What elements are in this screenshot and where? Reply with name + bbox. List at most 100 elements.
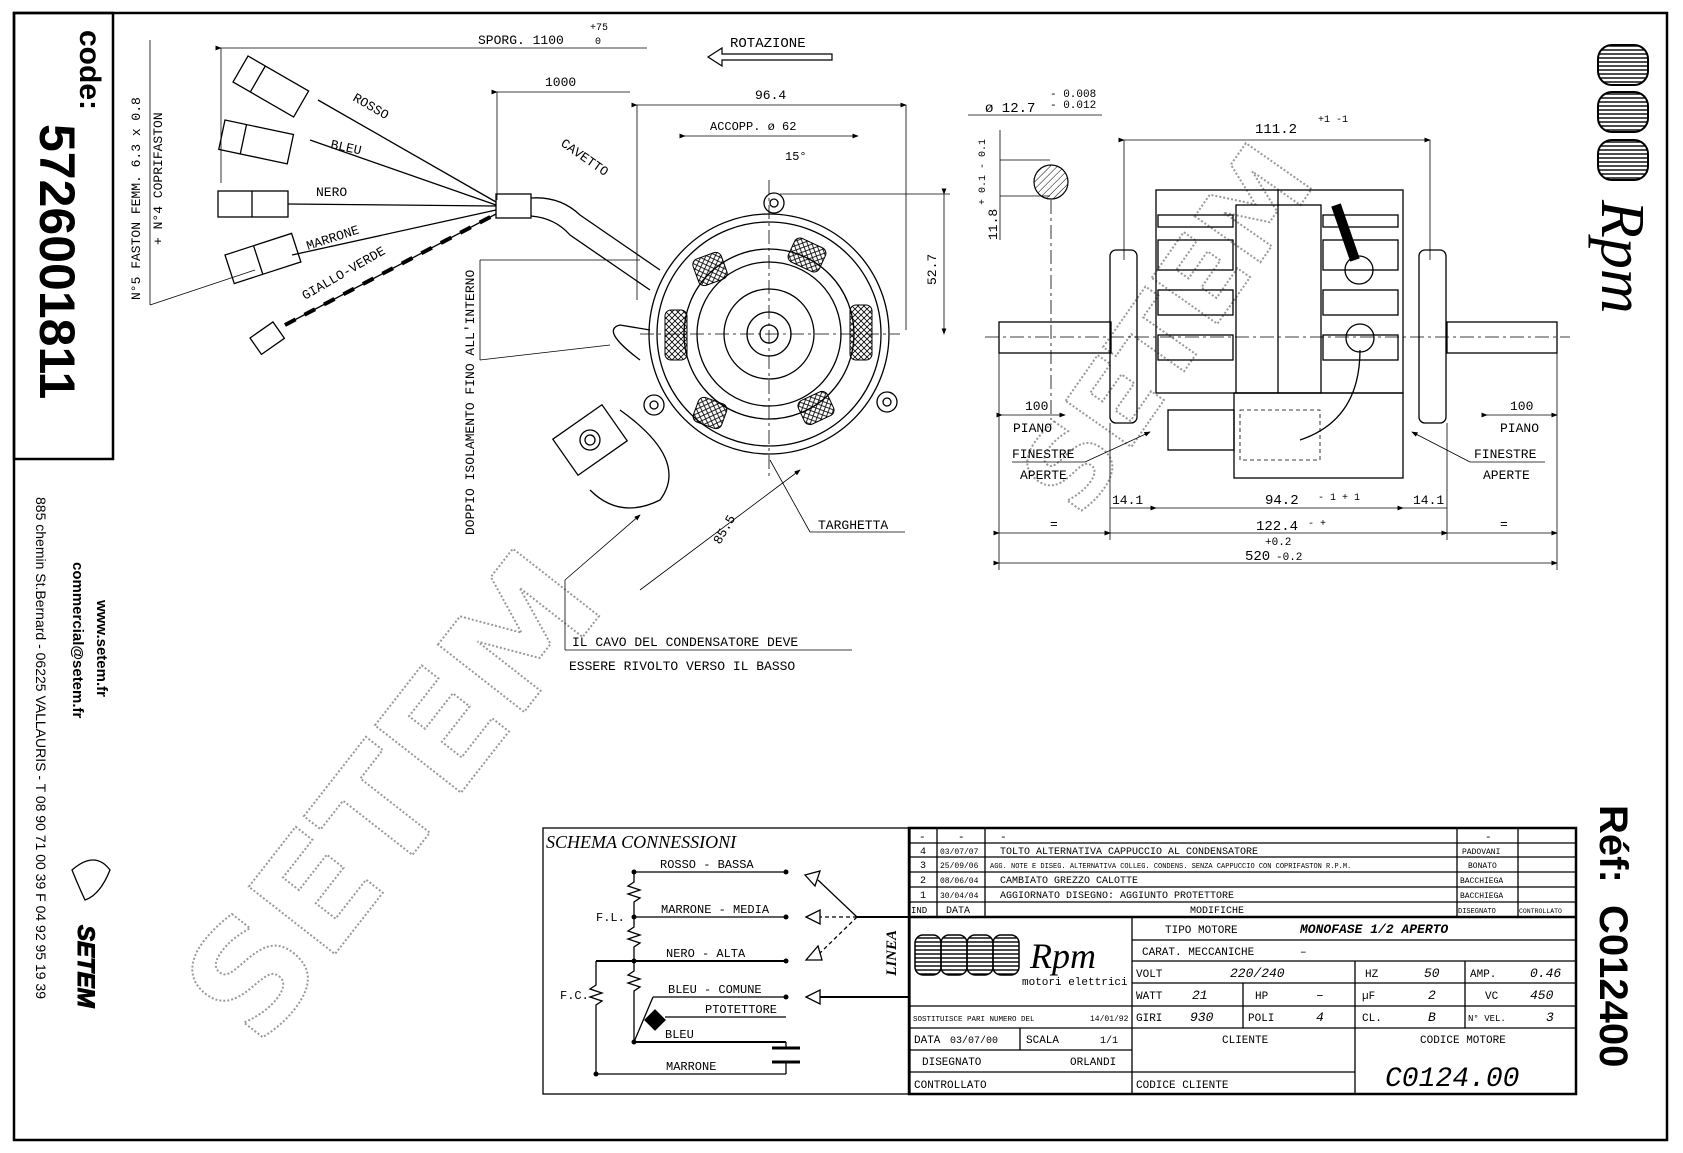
harness-wires-0: ROSSO — [350, 90, 391, 123]
revision-row: ---- — [919, 832, 1492, 844]
front-view-angle: 15° — [785, 150, 807, 164]
side-view-flat-tol: + 0.1 - 0.1 — [978, 139, 989, 205]
title-block-giri-value: 930 — [1190, 1010, 1214, 1025]
code-label: code: — [73, 30, 106, 110]
side-view-dim-94-2: 94.2 — [1265, 493, 1299, 509]
revisions-rows-2-date: 25/09/06 — [940, 862, 979, 871]
title-block-poli-value: 4 — [1316, 1010, 1324, 1025]
front-view-dim-96-4: 96.4 — [755, 88, 786, 103]
side-view-equal: = — [1500, 517, 1508, 532]
rpm-logo: Rpm — [1588, 44, 1656, 314]
harness-sporgenza-tol-minus: 0 — [595, 37, 601, 48]
capacitor-note-line2: ESSERE RIVOLTO VERSO IL BASSO — [569, 659, 795, 674]
side-view-flat: 11.8 — [986, 209, 1001, 240]
schema-marrone-media: MARRONE - MEDIA — [661, 903, 770, 917]
side-view-piano-len: 100 — [1510, 399, 1533, 414]
side-view-dim-122-4-tol: - + — [1308, 519, 1326, 530]
title-block-hp-value: – — [1316, 988, 1324, 1003]
brand-tagline: motori elettrici — [1022, 977, 1128, 989]
title-block-sostituisce-label: SOSTITUISCE PARI NUMERO DEL — [913, 1016, 1035, 1024]
revisions-rows-0-text: - — [1000, 832, 1007, 844]
revisions-rows-4-ind: 1 — [920, 891, 926, 902]
title-block-carat-label: CARAT. MECCANICHE — [1142, 947, 1255, 959]
revisions-rows-1-ind: 4 — [920, 847, 926, 858]
wire-harness: SPORG. 1100 +75 0 1000 N°5 FASTON FEMM. … — [129, 23, 661, 535]
side-view-aperte: APERTE — [1483, 468, 1530, 483]
revisions-headers-text: MODIFICHE — [1190, 906, 1244, 917]
title-block-volt-value: 220/240 — [1230, 966, 1285, 981]
revisions-rows-3-ind: 2 — [920, 876, 926, 887]
schema-fc: F.C. — [560, 989, 589, 1003]
title-block-sostituisce-value: 14/01/92 — [1090, 1015, 1129, 1024]
side-view-shaft-tol-2: - 0.012 — [1050, 100, 1096, 112]
front-view-targhetta: TARGHETTA — [818, 518, 888, 533]
harness-insulation-note: DOPPIO ISOLAMENTO FINO ALL'INTERNO — [463, 270, 478, 535]
title-block-scala-label: SCALA — [1026, 1035, 1059, 1047]
harness-wires-3: MARRONE — [305, 223, 362, 254]
side-view-dim-520-tol-minus: -0.2 — [1276, 552, 1302, 564]
title-block-hz-label: HZ — [1365, 969, 1379, 981]
title-block-volt-label: VOLT — [1136, 969, 1163, 981]
motor-front-view: ROTAZIONE 96.4 ACCOPP. ø 62 15° 52.7 — [551, 36, 950, 674]
revisions-rows-0-date: - — [958, 832, 965, 844]
schema-title: SCHEMA CONNESSIONI — [546, 832, 737, 852]
schema-fl: F.L. — [596, 911, 625, 925]
brand-name: Rpm — [1588, 199, 1656, 314]
revisions-rows-4-text: AGGIORNATO DISEGNO: AGGIUNTO PROTETTORE — [1000, 891, 1234, 902]
side-view-finestre: FINESTRE — [1474, 447, 1537, 462]
sheet-border — [12, 11, 1669, 1142]
side-view-equal: = — [1050, 517, 1058, 532]
revisions-rows-4-drawn: BACCHIEGA — [1460, 892, 1503, 901]
revisions-rows-3-date: 08/06/04 — [940, 877, 979, 886]
title-block-amp-label: AMP. — [1470, 969, 1496, 981]
title-block-carat-value: – — [1300, 947, 1307, 959]
schema-nero: NERO - ALTA — [666, 947, 746, 961]
title-block-vc-label: VC — [1485, 991, 1499, 1003]
side-view-dim-94-2-tol: - 1 + 1 — [1318, 493, 1360, 504]
revisions-rows-0-drawn: - — [1485, 832, 1492, 844]
harness-sporgenza: SPORG. 1100 — [478, 33, 564, 48]
schema-rosso: ROSSO - BASSA — [660, 858, 754, 872]
title-block-vc-value: 450 — [1530, 988, 1554, 1003]
title-block-uf-label: µF — [1362, 991, 1375, 1003]
title-block-codice-cliente-label: CODICE CLIENTE — [1136, 1080, 1229, 1092]
title-block-vel-value: 3 — [1546, 1010, 1554, 1025]
revisions-rows-3-text: CAMBIATO GREZZO CALOTTE — [1000, 876, 1138, 887]
side-view-piano: PIANO — [1500, 421, 1539, 436]
side-view-dim-14-1: 14.1 — [1112, 493, 1143, 508]
title-block-tipo-value: MONOFASE 1/2 APERTO — [1299, 922, 1448, 937]
revisions-rows-4-date: 30/04/04 — [940, 892, 979, 901]
revisions-headers-drawn: DISEGNATO — [1458, 908, 1496, 916]
motor-code: C0124.00 — [1385, 1064, 1519, 1095]
email-link[interactable]: commercial@setem.fr — [69, 562, 86, 719]
title-block-watt-label: WATT — [1136, 991, 1163, 1003]
title-block-hz-value: 50 — [1424, 966, 1440, 981]
title-block-vel-label: N° VEL. — [1468, 1014, 1506, 1024]
title-block-hp-label: HP — [1255, 991, 1269, 1003]
title-block-poli-label: POLI — [1248, 1013, 1274, 1025]
title-block-cl-value: B — [1428, 1010, 1436, 1025]
title-block-cliente-label: CLIENTE — [1222, 1035, 1269, 1047]
address-text: 885 chemin St.Bernard - 06225 VALLAURIS … — [33, 497, 49, 999]
website-link[interactable]: www.setem.fr — [93, 599, 110, 697]
rpm-logo-small: Rpm motori elettrici — [914, 934, 1128, 989]
revisions-rows-0-ind: - — [919, 832, 926, 844]
title-block-uf-value: 2 — [1428, 988, 1436, 1003]
capacitor-note-line1: IL CAVO DEL CONDENSATORE DEVE — [572, 635, 798, 650]
revisions-headers-checked: CONTROLLATO — [1519, 908, 1562, 915]
harness-wires-2: NERO — [316, 185, 347, 200]
title-block-data-value: 03/07/00 — [950, 1035, 998, 1047]
harness-faston-note: N°5 FASTON FEMM. 6.3 x 0.8 — [129, 97, 144, 300]
rotation-arrow-icon — [706, 46, 833, 68]
company-logo-text: SETEM — [72, 925, 99, 1009]
brand-name: Rpm — [1029, 936, 1096, 976]
reference-value: C012400 — [1591, 905, 1635, 1067]
harness-sporgenza-tol-plus: +75 — [590, 23, 608, 34]
revisions-rows-2-text: AGG. NOTE E DISEG. ALTERNATIVA COLLEG. C… — [990, 863, 1351, 871]
side-view-dim-122-4: 122.4 — [1256, 519, 1298, 535]
rotation-label: ROTAZIONE — [730, 36, 806, 52]
schema-bleu: BLEU — [665, 1028, 694, 1042]
